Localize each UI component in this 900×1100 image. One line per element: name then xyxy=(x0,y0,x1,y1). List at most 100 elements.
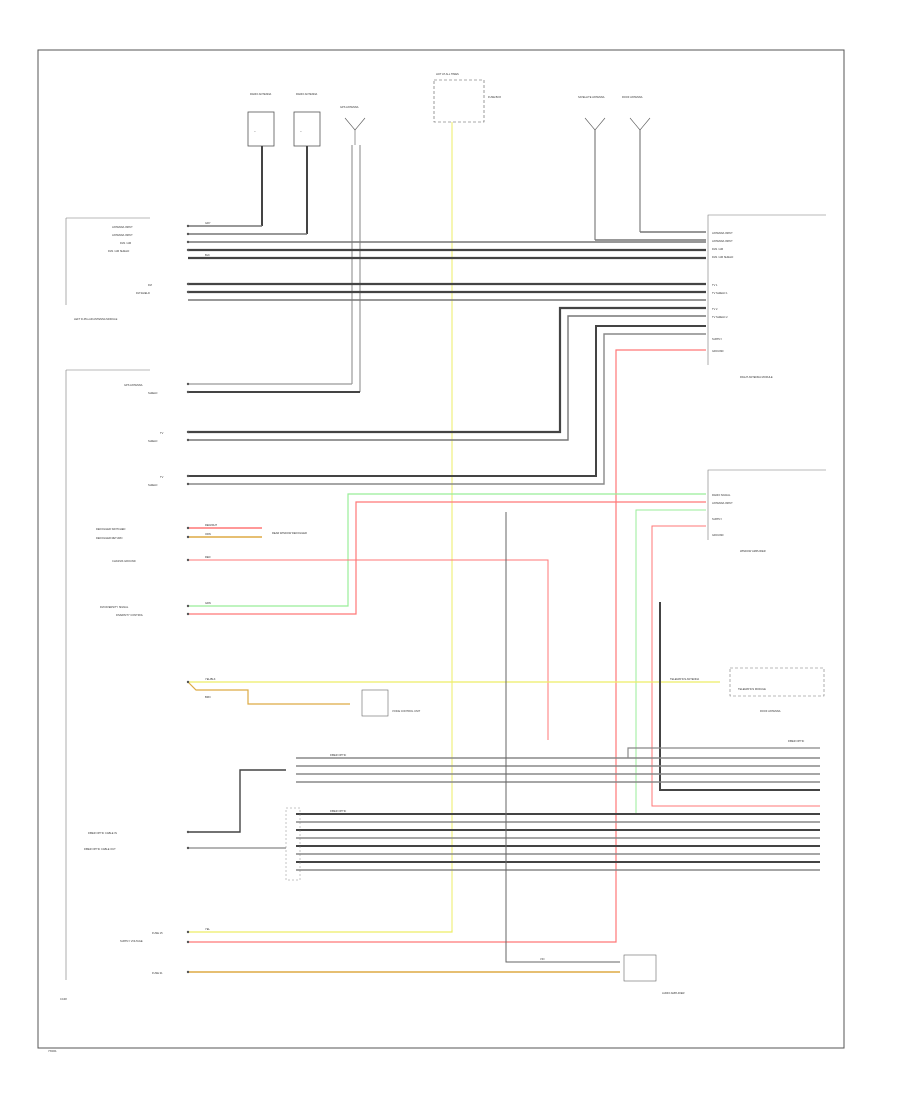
left-label-3: FM1 / AM SHIELD xyxy=(108,249,129,253)
left-label-0: ANTENNA INPUT xyxy=(112,225,133,229)
right-label-11: ANTENNA INPUT xyxy=(712,501,733,505)
wire-tv2-shield xyxy=(188,333,706,485)
svg-text:GPS ANTENNA: GPS ANTENNA xyxy=(340,105,359,109)
sheet-frame xyxy=(37,49,845,1049)
audio-amp-label: AUDIO AMPLIFIER xyxy=(662,991,685,995)
right-label-1: ANTENNA INPUT xyxy=(712,239,733,243)
left-label-20: SUPPLY VOLTAGE xyxy=(120,939,143,943)
right-label-2: FM1 / AM xyxy=(712,247,723,251)
left-connector-pins xyxy=(186,224,190,974)
wire-tv1 xyxy=(188,306,706,434)
wire-red-supply xyxy=(188,349,706,943)
window-amplifier-border xyxy=(707,469,826,540)
tag-fiber-1: FIBER OPTIC xyxy=(330,753,346,757)
wire-fiber-in xyxy=(188,769,286,833)
svg-text:FUSE BOX: FUSE BOX xyxy=(488,95,501,99)
left-label-19: FUSE 15 xyxy=(152,931,163,935)
svg-text:~: ~ xyxy=(300,129,302,133)
wire-tv1-shield xyxy=(188,315,706,441)
wire-tv2 xyxy=(188,325,706,477)
right-label-6: TV 2 xyxy=(712,307,718,311)
left-label-21: FUSE 31 xyxy=(152,971,163,975)
satellite-antenna: SATELLITE ANTENNA xyxy=(578,95,606,131)
tag-yellow-black: YEL/BLK xyxy=(205,677,216,681)
svg-text:RADIO ANTENNA: RADIO ANTENNA xyxy=(296,92,317,96)
svg-text:RADIO ANTENNA: RADIO ANTENNA xyxy=(250,92,271,96)
right-label-10: RADIO SIGNAL xyxy=(712,493,731,497)
wire-tags: GRY BLK RED/WHT ORN RED GRN YEL/BLK BRN … xyxy=(205,221,544,961)
roof-antenna-label: ROOF ANTENNA xyxy=(760,709,781,713)
right-label-7: TV SHIELD 2 xyxy=(712,315,728,319)
tag-red-1: RED/WHT xyxy=(205,523,218,527)
right-label-3: FM1 / AM SHIELD xyxy=(712,255,733,259)
left-module-upper-label: LEFT D-PILLAR ANTENNA MODULE xyxy=(74,317,118,321)
svg-text:ROOF ANTENNA: ROOF ANTENNA xyxy=(622,95,643,99)
right-label-4: TV 1 xyxy=(712,283,718,287)
wire-green-amp xyxy=(188,493,706,607)
tag-fiber-2: FIBER OPTIC xyxy=(330,809,346,813)
left-label-2: FM1 / AM xyxy=(120,241,131,245)
wire-diversity-orange xyxy=(187,681,350,705)
window-amplifier-label: WINDOW AMPLIFIER xyxy=(740,549,766,553)
right-pin-labels: ANTENNA INPUT ANTENNA INPUT FM1 / AM FM1… xyxy=(670,231,733,681)
fiber-bundle-upper: FIBER OPTIC xyxy=(296,739,820,783)
voice-control-label: VOICE CONTROL UNIT xyxy=(392,709,421,713)
radio-antenna-1: ~ RADIO ANTENNA xyxy=(247,92,275,147)
right-label-9: GROUND xyxy=(712,349,724,353)
svg-text:~: ~ xyxy=(254,129,256,133)
left-label-1: ANTENNA INPUT xyxy=(112,233,133,237)
left-label-16: DIVERSITY CONTROL xyxy=(116,613,144,617)
right-label-14: TELEMATICS ANTENNA xyxy=(670,677,699,681)
tag-yellow-1: YEL xyxy=(205,927,210,931)
left-label-7: SHIELD xyxy=(148,391,157,395)
left-label-18: FIBER OPTIC CABLE OUT xyxy=(84,847,116,851)
left-pin-labels: ANTENNA INPUT ANTENNA INPUT FM1 / AM FM1… xyxy=(84,225,164,975)
radio-antenna-2: ~ RADIO ANTENNA xyxy=(293,92,321,147)
right-label-12: SUPPLY xyxy=(712,517,722,521)
frame-code: CC48 xyxy=(60,997,67,1001)
tag-red-2: RED xyxy=(205,555,211,559)
left-label-10: TV xyxy=(160,475,164,479)
left-label-14: CHASSIS GROUND xyxy=(112,559,136,563)
tag-orange-1: ORN xyxy=(205,532,211,536)
svg-text:SATELLITE ANTENNA: SATELLITE ANTENNA xyxy=(578,95,605,99)
gps-antenna: GPS ANTENNA xyxy=(340,105,366,145)
tag-violet: VIO xyxy=(540,957,544,961)
right-label-0: ANTENNA INPUT xyxy=(712,231,733,235)
tag-black-1: BLK xyxy=(205,253,210,257)
roof-antenna-top: ROOF ANTENNA xyxy=(622,95,651,131)
fiber-bundle-lower xyxy=(285,807,820,881)
fiber-optic-upper-label: FIBER OPTIC xyxy=(788,739,804,743)
right-label-5: TV SHIELD 1 xyxy=(712,291,728,295)
page-code: 7X001 xyxy=(48,1049,57,1053)
left-label-15: FM DIVERSITY SIGNAL xyxy=(100,605,129,609)
fuse-box: HOT AT ALL TIMES FUSE BOX xyxy=(433,72,501,123)
left-label-12: DEFOGGER SWITCHED xyxy=(96,527,126,531)
wire-violet-down xyxy=(505,512,620,963)
left-label-4: FM xyxy=(148,283,152,287)
audio-amp-box xyxy=(623,954,657,982)
right-module-border xyxy=(707,214,826,365)
left-label-8: TV xyxy=(160,431,164,435)
right-label-13: GROUND xyxy=(712,533,724,537)
tag-brown: BRN xyxy=(205,695,211,699)
tag-grey-1: GRY xyxy=(205,221,211,225)
left-label-6: GPS ANTENNA xyxy=(124,383,143,387)
wire-red-down xyxy=(651,525,820,807)
wire-telematics-dark xyxy=(659,602,820,791)
roof-antenna-box xyxy=(729,667,825,697)
left-label-13: DEFOGGER RETURN xyxy=(96,536,122,540)
right-module-label: RIGHT ANTENNA MODULE xyxy=(740,375,773,379)
left-label-17: FIBER OPTIC CABLE IN xyxy=(88,831,117,835)
tag-green-1: GRN xyxy=(205,601,211,605)
wire-fuse15-yellow xyxy=(188,930,453,933)
left-label-9: SHIELD xyxy=(148,439,157,443)
svg-text:HOT AT ALL TIMES: HOT AT ALL TIMES xyxy=(436,72,459,76)
left-label-5: FM SHIELD xyxy=(136,291,150,295)
diversity-ground-box xyxy=(361,689,389,717)
rear-window-defogger-label: REAR WINDOW DEFOGGER xyxy=(272,531,307,535)
roof-antenna-inner: TELEMATICS MODULE xyxy=(738,687,766,691)
wire-red-amp xyxy=(188,501,706,615)
wire-green-down xyxy=(635,509,820,815)
